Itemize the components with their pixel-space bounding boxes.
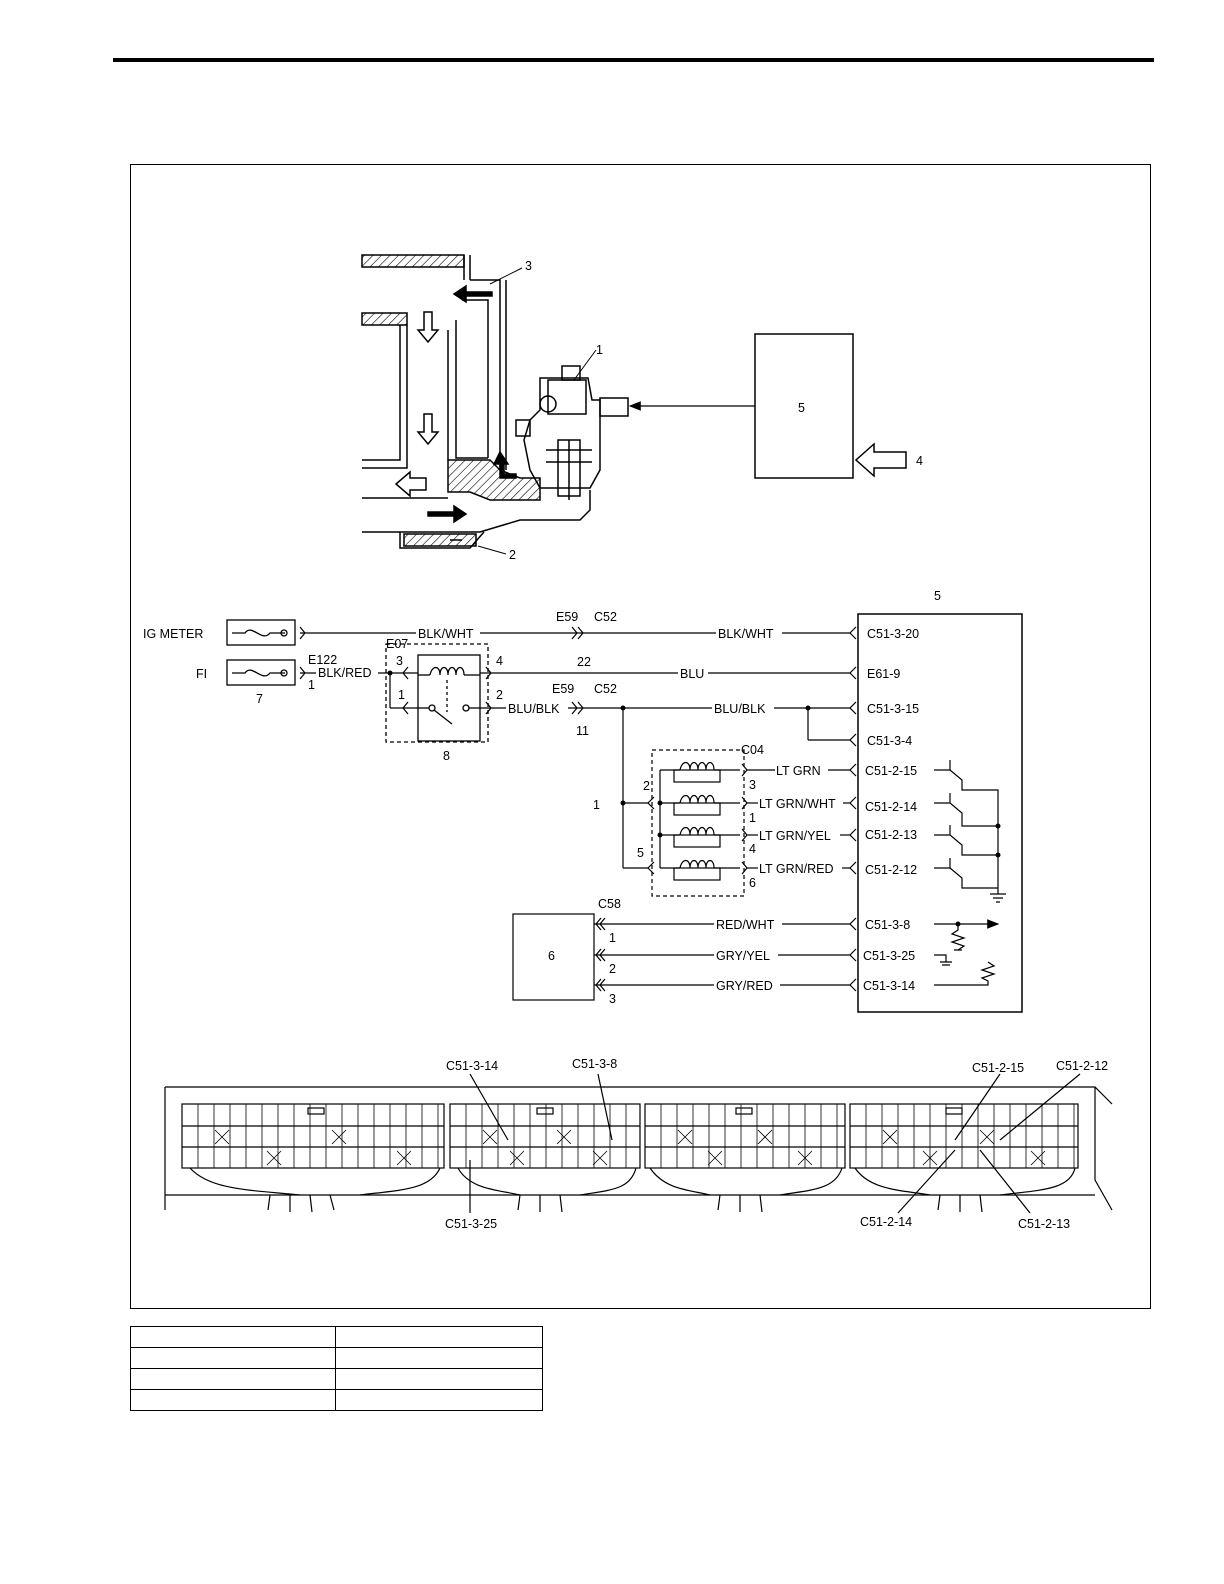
connector-e122: E122 <box>308 653 337 667</box>
ecm-pin-c51-2-14: C51-2-14 <box>865 800 917 814</box>
ecm-pin-e61-9: E61-9 <box>867 667 900 681</box>
c04-pin-3: 3 <box>749 778 756 792</box>
injector-common-label: 1 <box>593 798 600 812</box>
term-label-c51-2-15: C51-2-15 <box>972 1061 1024 1075</box>
table-row <box>130 1326 543 1348</box>
table-row <box>130 1368 543 1390</box>
connector-c04: C04 <box>741 743 764 757</box>
header-rule <box>113 58 1154 62</box>
info-table <box>130 1326 543 1411</box>
c58-pin-3: 3 <box>609 992 616 1006</box>
fuse-box-label: 7 <box>256 692 263 706</box>
wire-gry-red: GRY/RED <box>716 979 773 993</box>
c04-pin-4: 4 <box>749 842 756 856</box>
terminal-cells <box>197 1104 1075 1168</box>
fuse-box <box>226 619 296 686</box>
wire-blk-red: BLK/RED <box>318 666 372 680</box>
terminal-cross <box>331 1129 347 1145</box>
ecm-pin-c51-3-14: C51-3-14 <box>863 979 915 993</box>
terminal-cross <box>592 1150 608 1166</box>
callout-2: 2 <box>509 548 516 562</box>
input-arrow <box>854 442 907 478</box>
ecm-pin-c51-3-15: C51-3-15 <box>867 702 919 716</box>
c04-pin-2: 2 <box>643 779 650 793</box>
wire-blu-blk-1: BLU/BLK <box>508 702 560 716</box>
term-label-c51-2-14: C51-2-14 <box>860 1215 912 1229</box>
connector-c52-b: C52 <box>594 682 617 696</box>
terminal-cross <box>266 1150 282 1166</box>
wire-lt-grn-red: LT GRN/RED <box>759 862 834 876</box>
ecm-pin-c51-2-13: C51-2-13 <box>865 828 917 842</box>
ig-meter-label: IG METER <box>143 627 203 641</box>
relay-pin-1: 1 <box>398 688 405 702</box>
connector-c52-a: C52 <box>594 610 617 624</box>
terminal-cross <box>797 1150 813 1166</box>
term-label-c51-3-14: C51-3-14 <box>446 1059 498 1073</box>
ecm-pin-c51-2-15: C51-2-15 <box>865 764 917 778</box>
terminal-cross <box>396 1150 412 1166</box>
connector-c58: C58 <box>598 897 621 911</box>
wire-red-wht: RED/WHT <box>716 918 775 932</box>
terminal-cross <box>556 1129 572 1145</box>
ecm-connector-view <box>164 1073 1113 1214</box>
ecm-pin-c51-3-25: C51-3-25 <box>863 949 915 963</box>
ecm-pin-c51-3-8: C51-3-8 <box>865 918 910 932</box>
ecm-pin-c51-2-12: C51-2-12 <box>865 863 917 877</box>
callout-5: 5 <box>798 401 805 415</box>
wire-lt-grn: LT GRN <box>776 764 821 778</box>
figure-frame <box>130 164 1151 1309</box>
wire-blu: BLU <box>680 667 704 681</box>
connector-e07: E07 <box>386 637 408 651</box>
connector-e59-a: E59 <box>556 610 578 624</box>
relay-pin-2: 2 <box>496 688 503 702</box>
ecm-label: 5 <box>934 589 941 603</box>
terminal-cross <box>482 1129 498 1145</box>
terminal-cross <box>677 1129 693 1145</box>
wire-blk-wht-1: BLK/WHT <box>418 627 474 641</box>
c04-pin-1: 1 <box>749 811 756 825</box>
terminal-cross <box>509 1150 525 1166</box>
c04-pin-6: 6 <box>749 876 756 890</box>
main-relay <box>385 643 489 743</box>
terminal-cross <box>707 1150 723 1166</box>
table-row <box>130 1389 543 1411</box>
connector-e59-b: E59 <box>552 682 574 696</box>
sensor-label: 6 <box>548 949 555 963</box>
wire-gry-yel: GRY/YEL <box>716 949 770 963</box>
c58-pin-2: 2 <box>609 962 616 976</box>
c58-pin-1: 1 <box>609 931 616 945</box>
term-label-c51-2-13: C51-2-13 <box>1018 1217 1070 1231</box>
ecm-block <box>857 613 1023 1013</box>
pin-22: 22 <box>577 655 591 669</box>
callout-3: 3 <box>525 259 532 273</box>
terminal-cross <box>979 1129 995 1145</box>
wire-lt-grn-yel: LT GRN/YEL <box>759 829 831 843</box>
relay-pin-4: 4 <box>496 654 503 668</box>
table-row <box>130 1347 543 1369</box>
wire-lt-grn-wht: LT GRN/WHT <box>759 797 836 811</box>
terminal-cross <box>1030 1150 1046 1166</box>
fi-label: FI <box>196 667 207 681</box>
ecm-pin-c51-3-4: C51-3-4 <box>867 734 912 748</box>
c04-pin-5: 5 <box>637 846 644 860</box>
callout-4: 4 <box>916 454 923 468</box>
wire-blu-blk-2: BLU/BLK <box>714 702 766 716</box>
terminal-cross <box>922 1150 938 1166</box>
terminal-cross <box>214 1129 230 1145</box>
relay-pin-3: 3 <box>396 654 403 668</box>
wire-blk-wht-2: BLK/WHT <box>718 627 774 641</box>
pin-11: 11 <box>576 724 589 738</box>
ecm-pin-c51-3-20: C51-3-20 <box>867 627 919 641</box>
terminal-cross <box>882 1129 898 1145</box>
relay-label: 8 <box>443 749 450 763</box>
term-label-c51-3-25: C51-3-25 <box>445 1217 497 1231</box>
callout-1: 1 <box>596 343 603 357</box>
pin-1-fuse: 1 <box>308 678 315 692</box>
intake-manifold-section <box>361 254 629 549</box>
term-label-c51-2-12: C51-2-12 <box>1056 1059 1108 1073</box>
term-label-c51-3-8: C51-3-8 <box>572 1057 617 1071</box>
terminal-cross <box>757 1129 773 1145</box>
